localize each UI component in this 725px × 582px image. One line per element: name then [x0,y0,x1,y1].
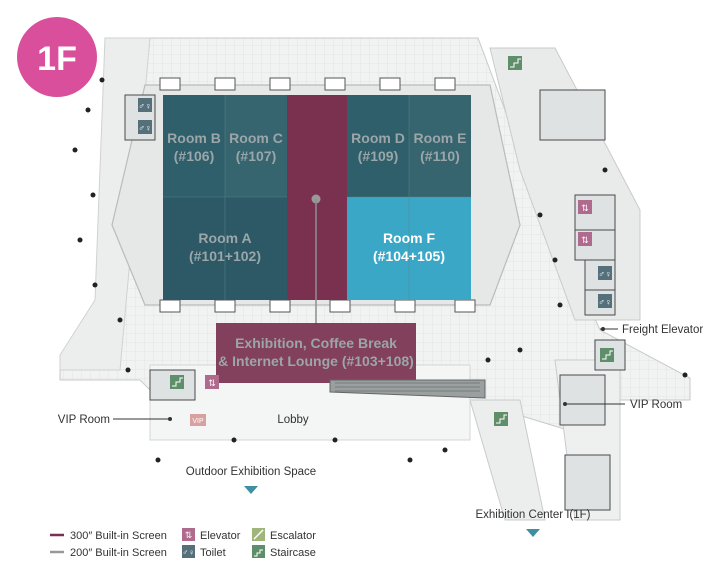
room-e-area[interactable] [409,95,471,197]
vip-room-right-label: VIP Room [630,399,682,411]
column-dots [72,77,688,463]
elevator-icon: ⇅ [578,232,592,246]
exhibition-center-label: Exhibition Center I(1F) [475,509,590,521]
staircase-icon [600,348,614,362]
svg-text:♂♀: ♂♀ [598,297,612,307]
outdoor-arrow-icon [244,486,258,494]
staircase-icon [252,545,265,558]
svg-text:VIP: VIP [192,418,204,425]
legend-toilet: Toilet [200,547,226,559]
room-c-code: (#107) [236,148,276,164]
svg-text:⇅: ⇅ [581,203,589,213]
legend-staircase: Staircase [270,547,316,559]
toilet-icon: ♂♀ [182,545,195,558]
legend-screen-200: 200″ Built-in Screen [70,547,167,559]
elevator-icon: ⇅ [182,528,195,541]
room-d-name: Room D [351,130,405,146]
lobby-label: Lobby [277,414,309,426]
room-c-name: Room C [229,130,283,146]
staircase-icon [508,56,522,70]
svg-text:⇅: ⇅ [208,378,216,388]
toilet-icon: ♂♀ [138,120,152,134]
room-b-code: (#106) [174,148,214,164]
exhibition-line1: Exhibition, Coffee Break [235,335,397,351]
room-f-code: (#104+105) [373,248,445,264]
legend-screen-300: 300″ Built-in Screen [70,530,167,542]
pillars-top [159,77,456,91]
legend-escalator: Escalator [270,530,316,542]
room-labels: Room B (#106) Room C (#107) Room D (#109… [167,130,466,369]
toilet-icon: ♂♀ [138,98,152,112]
room-f-name: Room F [383,230,436,246]
outdoor-label: Outdoor Exhibition Space [186,466,316,478]
toilet-icon: ♂♀ [598,294,612,308]
escalator-bank [329,379,486,399]
legend: 300″ Built-in Screen 200″ Built-in Scree… [50,528,316,559]
vip-room-left-label: VIP Room [58,414,110,426]
elevator-icon: ⇅ [578,200,592,214]
room-b-name: Room B [167,130,221,146]
svg-text:♂♀: ♂♀ [598,269,612,279]
room-c-area[interactable] [225,95,287,197]
svg-text:1F: 1F [37,40,77,78]
room-e-code: (#110) [420,148,460,164]
rooms [163,95,471,300]
room-a-code: (#101+102) [189,248,261,264]
escalator-icon [252,528,265,541]
svg-text:⇅: ⇅ [581,235,589,245]
svg-text:♂♀: ♂♀ [183,548,195,557]
screen-300-marker [311,194,321,325]
service-rooms-right [124,89,626,511]
annotations: Freight Elevator VIP Room VIP Room Lobby… [58,324,703,537]
exhibition-line2: & Internet Lounge (#103+108) [218,353,414,369]
staircase-icon [494,412,508,426]
room-d-area[interactable] [347,95,409,197]
room-d-code: (#109) [358,148,398,164]
vip-sign: VIP [190,414,206,426]
svg-text:⇅: ⇅ [185,530,193,540]
svg-text:♂♀: ♂♀ [138,123,152,133]
svg-text:♂♀: ♂♀ [138,101,152,111]
room-a-name: Room A [198,230,251,246]
exhibition-center-arrow-icon [526,529,540,537]
staircase-icon [170,375,184,389]
room-e-name: Room E [414,130,467,146]
room-b-area[interactable] [163,95,225,197]
floor-badge: 1F [17,17,97,97]
exhibition-lounge-area[interactable] [216,323,416,383]
freight-elevator-label: Freight Elevator [622,324,703,336]
legend-elevator: Elevator [200,530,241,542]
toilet-icon: ♂♀ [598,266,612,280]
elevator-icon: ⇅ [205,375,219,389]
